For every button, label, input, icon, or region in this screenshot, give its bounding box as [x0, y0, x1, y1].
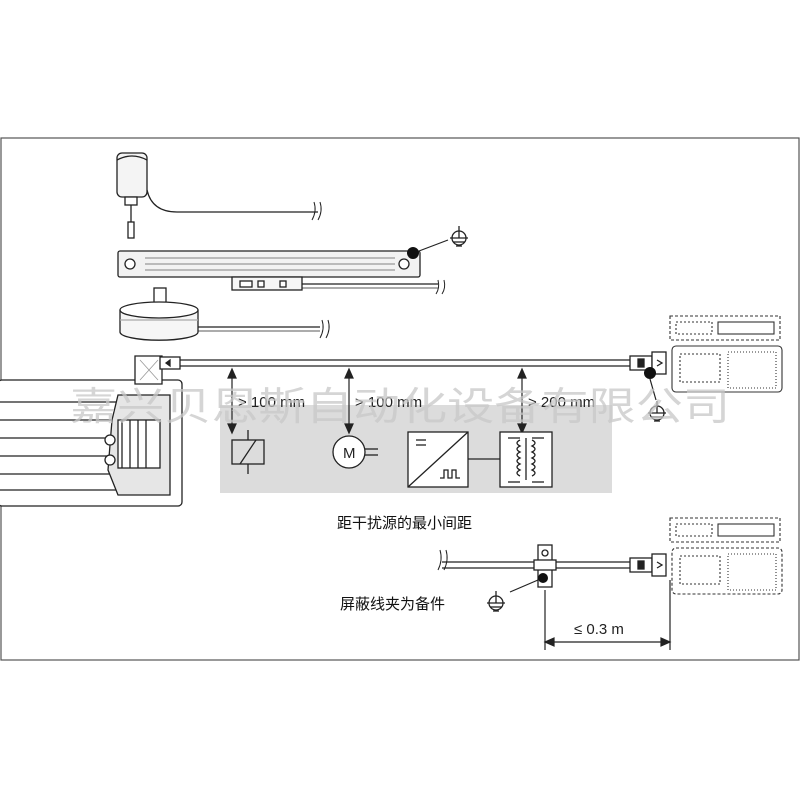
ground-contact-dot	[407, 247, 419, 259]
distance-label-motor: > 100 mm	[355, 394, 422, 411]
machine-section-icon	[0, 355, 183, 507]
rotary-encoder-icon	[119, 287, 330, 341]
transformer-icon	[499, 431, 553, 488]
display-unit-icon	[669, 517, 783, 595]
connector-icon	[629, 351, 667, 375]
relay-icon	[231, 430, 265, 474]
distance-arrow-transformer	[517, 367, 527, 435]
distance-label-relay: > 100 mm	[238, 394, 305, 411]
converter-icon	[407, 431, 500, 488]
clamp-distance-label: ≤ 0.3 m	[574, 621, 624, 638]
caption-min-distance: 距干扰源的最小间距	[337, 514, 472, 532]
ground-icon	[648, 401, 666, 422]
ground-contact-dot	[538, 573, 548, 583]
power-adapter-icon	[116, 152, 322, 239]
clamp-distance-dimension	[543, 580, 672, 650]
connector-icon	[629, 553, 667, 577]
caption-shield-clamp: 屏蔽线夹为备件	[340, 595, 445, 613]
distance-arrow-relay	[227, 367, 237, 435]
ground-contact-dot	[644, 367, 656, 379]
encoder-cable	[159, 356, 630, 370]
ground-icon	[487, 591, 505, 612]
linear-scale-icon	[117, 250, 446, 295]
ground-icon	[450, 226, 468, 247]
motor-symbol-label: M	[343, 445, 356, 462]
display-unit-icon	[669, 315, 783, 393]
distance-label-transformer: > 200 mm	[528, 394, 595, 411]
motor-icon	[332, 435, 378, 469]
distance-arrow-motor	[344, 367, 354, 435]
watermark: 嘉兴贝恩斯自动化设备有限公司	[70, 385, 730, 430]
